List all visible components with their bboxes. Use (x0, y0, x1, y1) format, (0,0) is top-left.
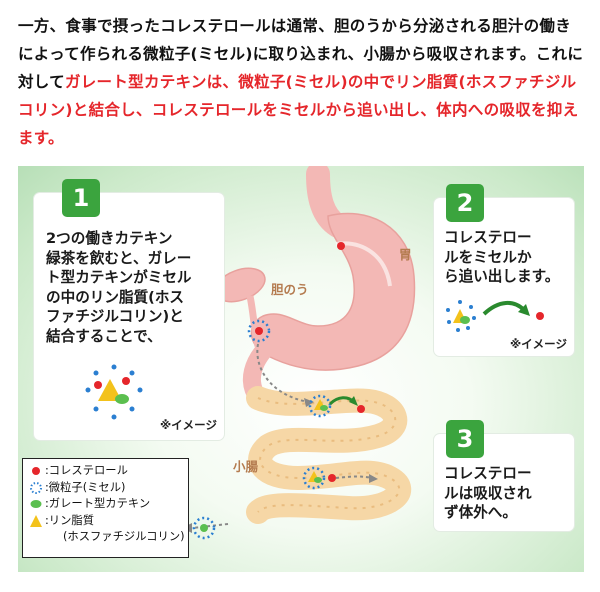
step-2-line: コレステロー (444, 229, 532, 246)
legend-label: :ガレート型カテキン (45, 497, 151, 511)
legend-item-phospholipid-detail: (ホスファチジルコリン) (29, 529, 188, 546)
step-1-line: 結合することで、 (46, 327, 162, 345)
step-1-line: ファチジルコリン)と (46, 308, 184, 325)
micelle-icon-intestine-1 (308, 394, 332, 418)
legend-label: :リン脂質 (45, 513, 94, 527)
step-2-line: ら追い出します。 (444, 268, 560, 285)
mechanism-diagram: 胆のう 胃 小腸 1 2つの働きカテキン 緑茶を飲むと、ガレー ト型カテキンがミ… (18, 166, 584, 572)
digestive-illustration (182, 166, 416, 540)
intro-text: 一方、食事で摂ったコレステロールは通常、胆のうから分泌される胆汁の働きによって作… (18, 17, 584, 91)
route-arrow-1 (256, 343, 309, 403)
step-2-image-note: ※イメージ (510, 337, 567, 351)
step-1-line: 2つの働きカテキン (46, 230, 173, 247)
legend-label: (ホスファチジルコリン) (63, 530, 185, 544)
legend-item-catechin: :ガレート型カテキン (29, 496, 188, 513)
cholesterol-dot-stomach (337, 242, 345, 250)
red-dot-icon (32, 467, 40, 475)
legend: :コレステロール :微粒子(ミセル) :ガレート型カテキン :リン脂質 (ホスフ… (22, 458, 189, 558)
step-2-text: コレステロー ルをミセルか ら追い出します。 (444, 228, 559, 287)
step-2-box: 2 コレステロー ルをミセルか ら追い出します。 ※イメージ (434, 184, 574, 356)
intro-paragraph: 一方、食事で摂ったコレステロールは通常、胆のうから分泌される胆汁の働きによって作… (18, 12, 584, 152)
micelle-icon-intestine-2 (302, 466, 326, 490)
gallbladder-label: 胆のう (271, 282, 309, 297)
step-1-illustration (85, 364, 143, 420)
legend-label: :コレステロール (45, 464, 128, 477)
small-intestine-label: 小腸 (233, 459, 259, 474)
step-3-box: 3 コレステロー ルは吸収され ず体外へ。 (434, 420, 574, 531)
legend-item-cholesterol: :コレステロール (29, 463, 188, 480)
micelle-icon-exit (192, 516, 216, 540)
step-1-line: の中のリン脂質(ホス (46, 288, 185, 306)
step-2-line: ルをミセルか (444, 248, 532, 266)
step-2-illustration (446, 300, 544, 332)
legend-item-phospholipid: :リン脂質 (29, 513, 188, 530)
step-2-number: 2 (446, 184, 484, 222)
legend-label: :微粒子(ミセル) (45, 480, 126, 494)
step-3-line: コレステロー (444, 465, 532, 482)
legend-item-micelle: :微粒子(ミセル) (29, 480, 188, 497)
micelle-icon-gallbladder (247, 319, 271, 343)
step-1-image-note: ※イメージ (160, 418, 217, 432)
step-3-line: ず体外へ。 (444, 504, 517, 521)
yellow-triangle-icon (30, 514, 42, 527)
micelle-icon (30, 481, 42, 494)
stomach-label: 胃 (399, 247, 412, 262)
step-3-number: 3 (446, 420, 484, 458)
intro-highlight-text: ガレート型カテキンは、微粒子(ミセル)の中でリン脂質(ホスファチジルコリン)と結… (18, 73, 579, 147)
step-1-line: ト型カテキンがミセル (46, 269, 192, 286)
step-1-line: 緑茶を飲むと、ガレー (46, 249, 192, 267)
step-3-text: コレステロー ルは吸収され ず体外へ。 (444, 464, 532, 523)
green-leaf-icon (30, 500, 42, 509)
small-intestine (246, 386, 411, 524)
step-1-number: 1 (62, 179, 100, 217)
step-1-box: 1 2つの働きカテキン 緑茶を飲むと、ガレー ト型カテキンがミセル の中のリン脂… (34, 179, 224, 440)
step-1-text: 2つの働きカテキン 緑茶を飲むと、ガレー ト型カテキンがミセル の中のリン脂質(… (46, 229, 192, 346)
step-3-line: ルは吸収され (444, 484, 532, 502)
